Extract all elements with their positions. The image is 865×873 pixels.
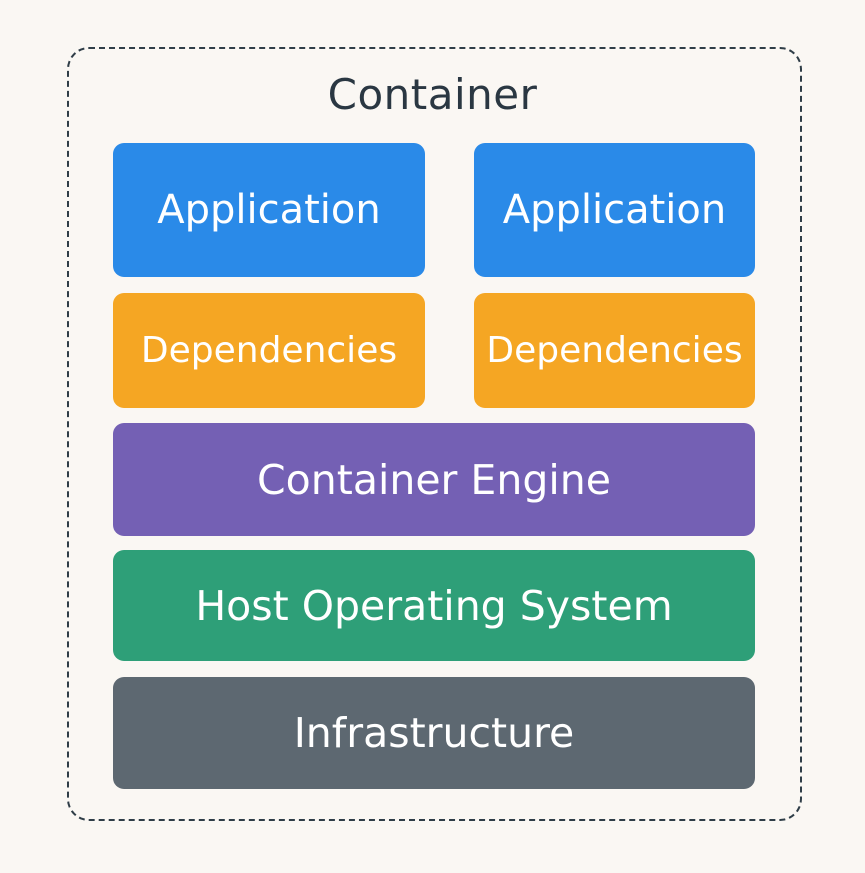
container-boundary xyxy=(67,47,802,821)
application-block-left: Application xyxy=(113,143,425,277)
diagram-title: Container xyxy=(327,70,538,119)
application-label-right: Application xyxy=(502,187,727,233)
application-block-right: Application xyxy=(474,143,755,277)
dependencies-label-right: Dependencies xyxy=(486,330,743,371)
dependencies-block-left: Dependencies xyxy=(113,293,425,408)
container-engine-block: Container Engine xyxy=(113,423,755,536)
host-os-block: Host Operating System xyxy=(113,550,755,661)
infrastructure-label: Infrastructure xyxy=(293,709,575,757)
dependencies-label-left: Dependencies xyxy=(140,330,398,371)
host-os-label: Host Operating System xyxy=(195,581,673,630)
container-engine-label: Container Engine xyxy=(257,455,611,504)
infrastructure-block: Infrastructure xyxy=(113,677,755,789)
dependencies-block-right: Dependencies xyxy=(474,293,755,408)
application-label-left: Application xyxy=(157,187,381,233)
